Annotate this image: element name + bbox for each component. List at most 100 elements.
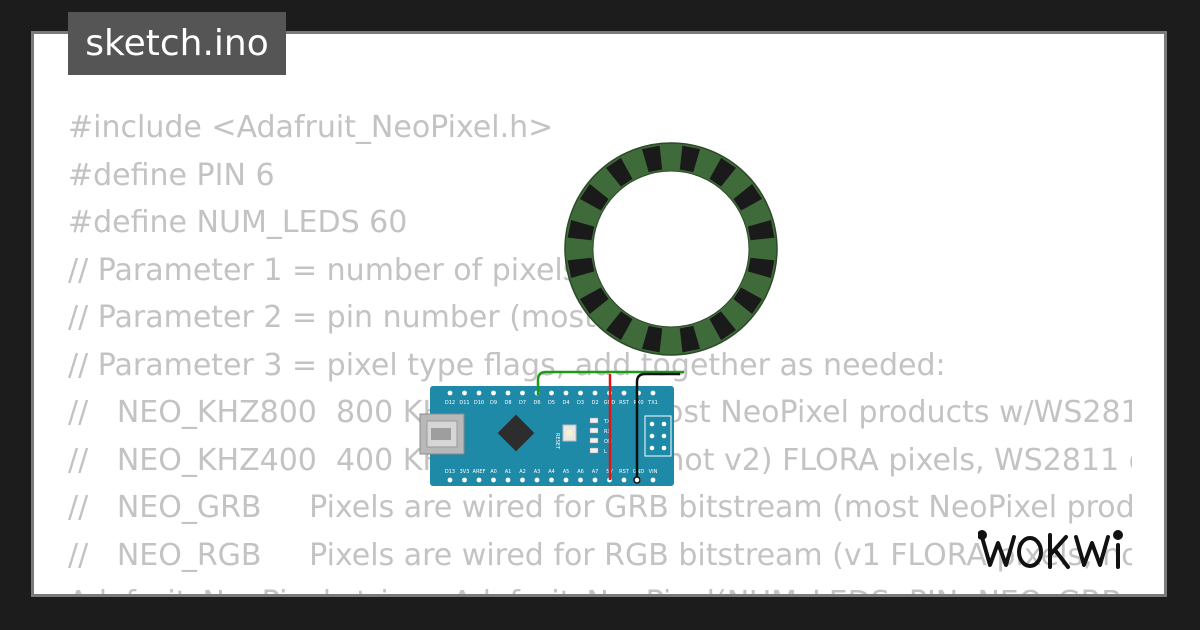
code-line: #define PIN 6 [68,157,275,193]
pin-label: A7 [592,469,599,475]
header-pin[interactable] [549,390,554,396]
pin-label: D11 [459,400,469,406]
header-pin[interactable] [462,477,467,483]
header-pin[interactable] [650,477,656,483]
header-pin[interactable] [491,477,496,483]
header-pin[interactable] [650,390,656,396]
neopixel-led[interactable] [605,311,633,341]
code-line: #define NUM_LEDS 60 [68,205,408,240]
led-label: TX [603,419,611,425]
header-pin[interactable] [447,477,453,483]
file-tab[interactable]: sketch.ino [68,12,286,75]
pin-label: RX0 [633,400,643,406]
code-line: Adafruit_NeoPixel strip = Adafruit_NeoPi… [68,579,1132,594]
pin-label: GND [633,469,645,475]
pin-label: D9 [490,400,497,406]
status-led [589,417,599,424]
neopixel-led[interactable] [747,257,775,279]
pin-label: A6 [577,469,584,475]
wire-endpoint [633,476,641,484]
wires[interactable] [536,370,684,484]
header-pin[interactable] [621,477,627,483]
pin-label: D12 [445,400,455,406]
pin-label: 3V3 [460,469,470,475]
pin-label: D13 [445,469,455,475]
top-header-pins [447,390,656,396]
led-label: ON [604,439,612,445]
header-pin[interactable] [563,390,569,396]
usb-port [419,413,465,455]
header-pin[interactable] [520,390,525,396]
neopixel-led[interactable] [567,219,595,241]
board-pcb [430,386,674,486]
pin-label: TX1 [647,400,658,406]
header-pin[interactable] [563,477,569,483]
header-pin[interactable] [447,390,453,396]
ring-outline [564,142,778,356]
neopixel-led[interactable] [605,157,633,187]
neopixel-led[interactable] [747,219,775,241]
pin-label: AREF [473,469,486,475]
neopixel-led[interactable] [641,325,663,353]
header-pin[interactable] [621,390,627,396]
code-line: #include <Adafruit_NeoPixel.h> [68,110,554,145]
neopixel-led[interactable] [641,145,663,173]
pin-label: A4 [548,469,555,475]
status-leds: TX RX ON L [589,417,612,455]
pin-label: D10 [474,400,484,406]
pin-label: D7 [519,400,526,406]
neopixel-led[interactable] [567,257,595,279]
status-led [589,427,599,434]
pin-label: RST [619,400,630,406]
header-pin[interactable] [592,477,598,483]
header-pin[interactable] [476,477,482,483]
led-label: L [604,449,607,455]
header-pin[interactable] [592,390,598,396]
ring-hole [592,170,750,328]
microcontroller-chip [497,414,535,452]
header-pin[interactable] [549,477,554,483]
header-pin[interactable] [520,477,525,483]
code-line: // Parameter 3 = pixel type flags, add t… [68,347,946,383]
status-led [589,447,599,454]
reset-button-cap [566,429,573,437]
led-label: RX [604,429,611,435]
pin-label: A5 [563,469,570,475]
code-line: // NEO_GRB Pixels are wired for GRB bits… [68,490,1132,525]
pin-label: D2 [591,400,598,406]
pin-label: A3 [534,469,541,475]
header-pin[interactable] [534,477,540,483]
neopixel-led[interactable] [579,183,609,211]
neopixel-led[interactable] [679,145,701,173]
header-pin[interactable] [462,390,467,396]
pin-label: D4 [562,400,569,406]
header-pin[interactable] [578,477,583,483]
pin-label: A2 [519,469,526,475]
pin-label: VIN [649,469,658,475]
wire-ground-black[interactable] [635,372,680,480]
header-pin[interactable] [491,390,496,396]
neopixel-led[interactable] [679,325,701,353]
pin-label: D6 [533,400,540,406]
neopixel-led[interactable] [579,287,609,315]
pin-label: D3 [577,400,584,406]
bottom-header-pins [447,477,656,483]
header-pin[interactable] [505,390,511,396]
pin-label: D5 [548,400,555,406]
neopixel-led[interactable] [733,287,763,315]
wire-data-green[interactable] [536,370,684,395]
wokwi-logo [978,530,1123,569]
neopixel-led[interactable] [733,183,763,211]
code-line: // NEO_RGB Pixels are wired for RGB bits… [68,537,1132,573]
status-led [589,437,599,444]
neopixel-led[interactable] [709,311,737,341]
pin-label: A0 [490,469,497,475]
header-pin[interactable] [578,390,583,396]
neopixel-led[interactable] [709,157,737,187]
header-pin[interactable] [476,390,482,396]
header-pin[interactable] [505,477,511,483]
neopixel-ring[interactable] [564,142,778,356]
